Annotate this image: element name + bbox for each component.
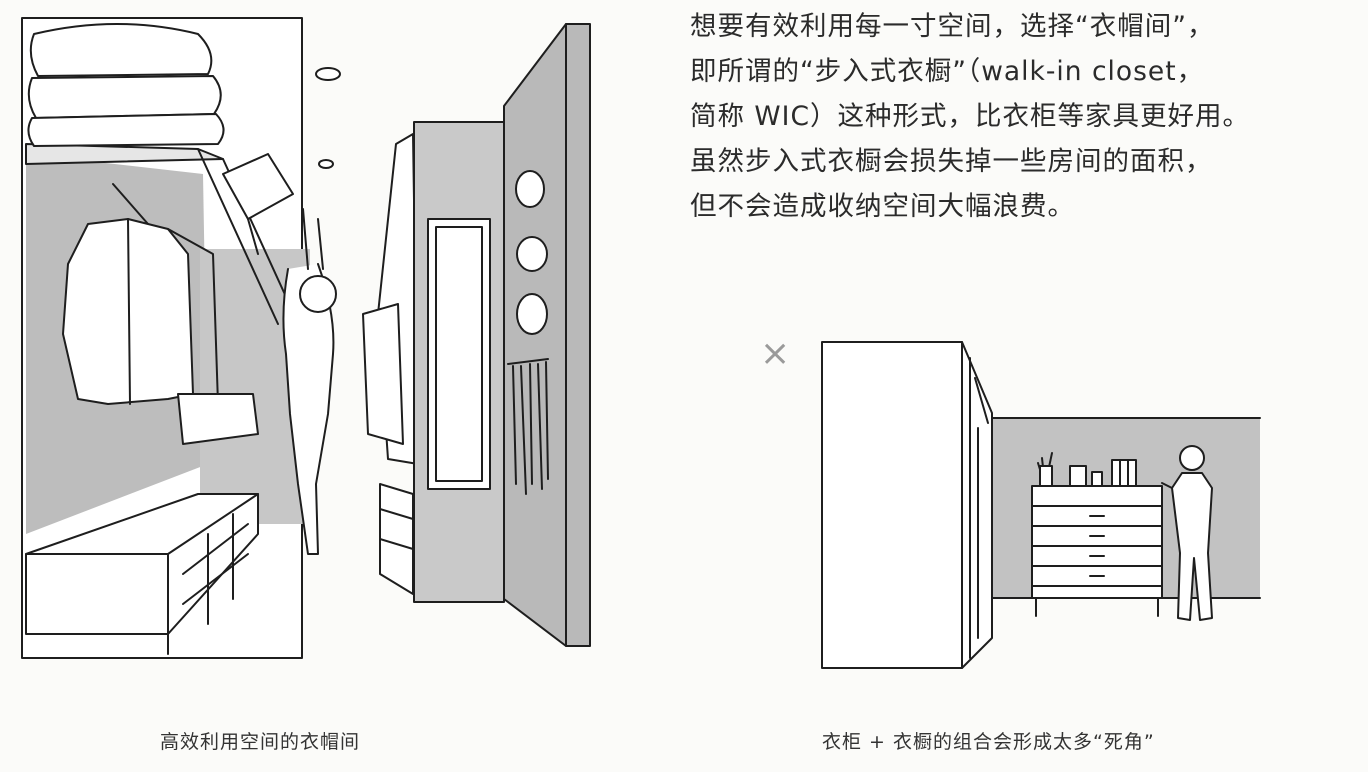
paragraph-line: 简称 WIC）这种形式，比衣柜等家具更好用。 [690,101,1250,132]
paragraph-line: 虽然步入式衣橱会损失掉一些房间的面积， [690,146,1213,177]
right-figure-caption: 衣柜 + 衣橱的组合会形成太多“死角” [822,731,1155,753]
paragraph-line: 即所谓的“步入式衣橱”（walk-in closet， [690,56,1205,87]
wardrobe-dresser-illustration [821,341,1261,669]
paragraph-line: 想要有效利用每一寸空间，选择“衣帽间”， [690,11,1215,42]
walk-in-closet-illustration [21,17,591,659]
wrong-mark-icon: × [760,333,791,374]
left-figure-caption: 高效利用空间的衣帽间 [160,731,361,753]
description-paragraph: 想要有效利用每一寸空间，选择“衣帽间”， 即所谓的“步入式衣橱”（walk-in… [690,4,1358,229]
paragraph-line: 但不会造成收纳空间大幅浪费。 [690,191,1075,222]
